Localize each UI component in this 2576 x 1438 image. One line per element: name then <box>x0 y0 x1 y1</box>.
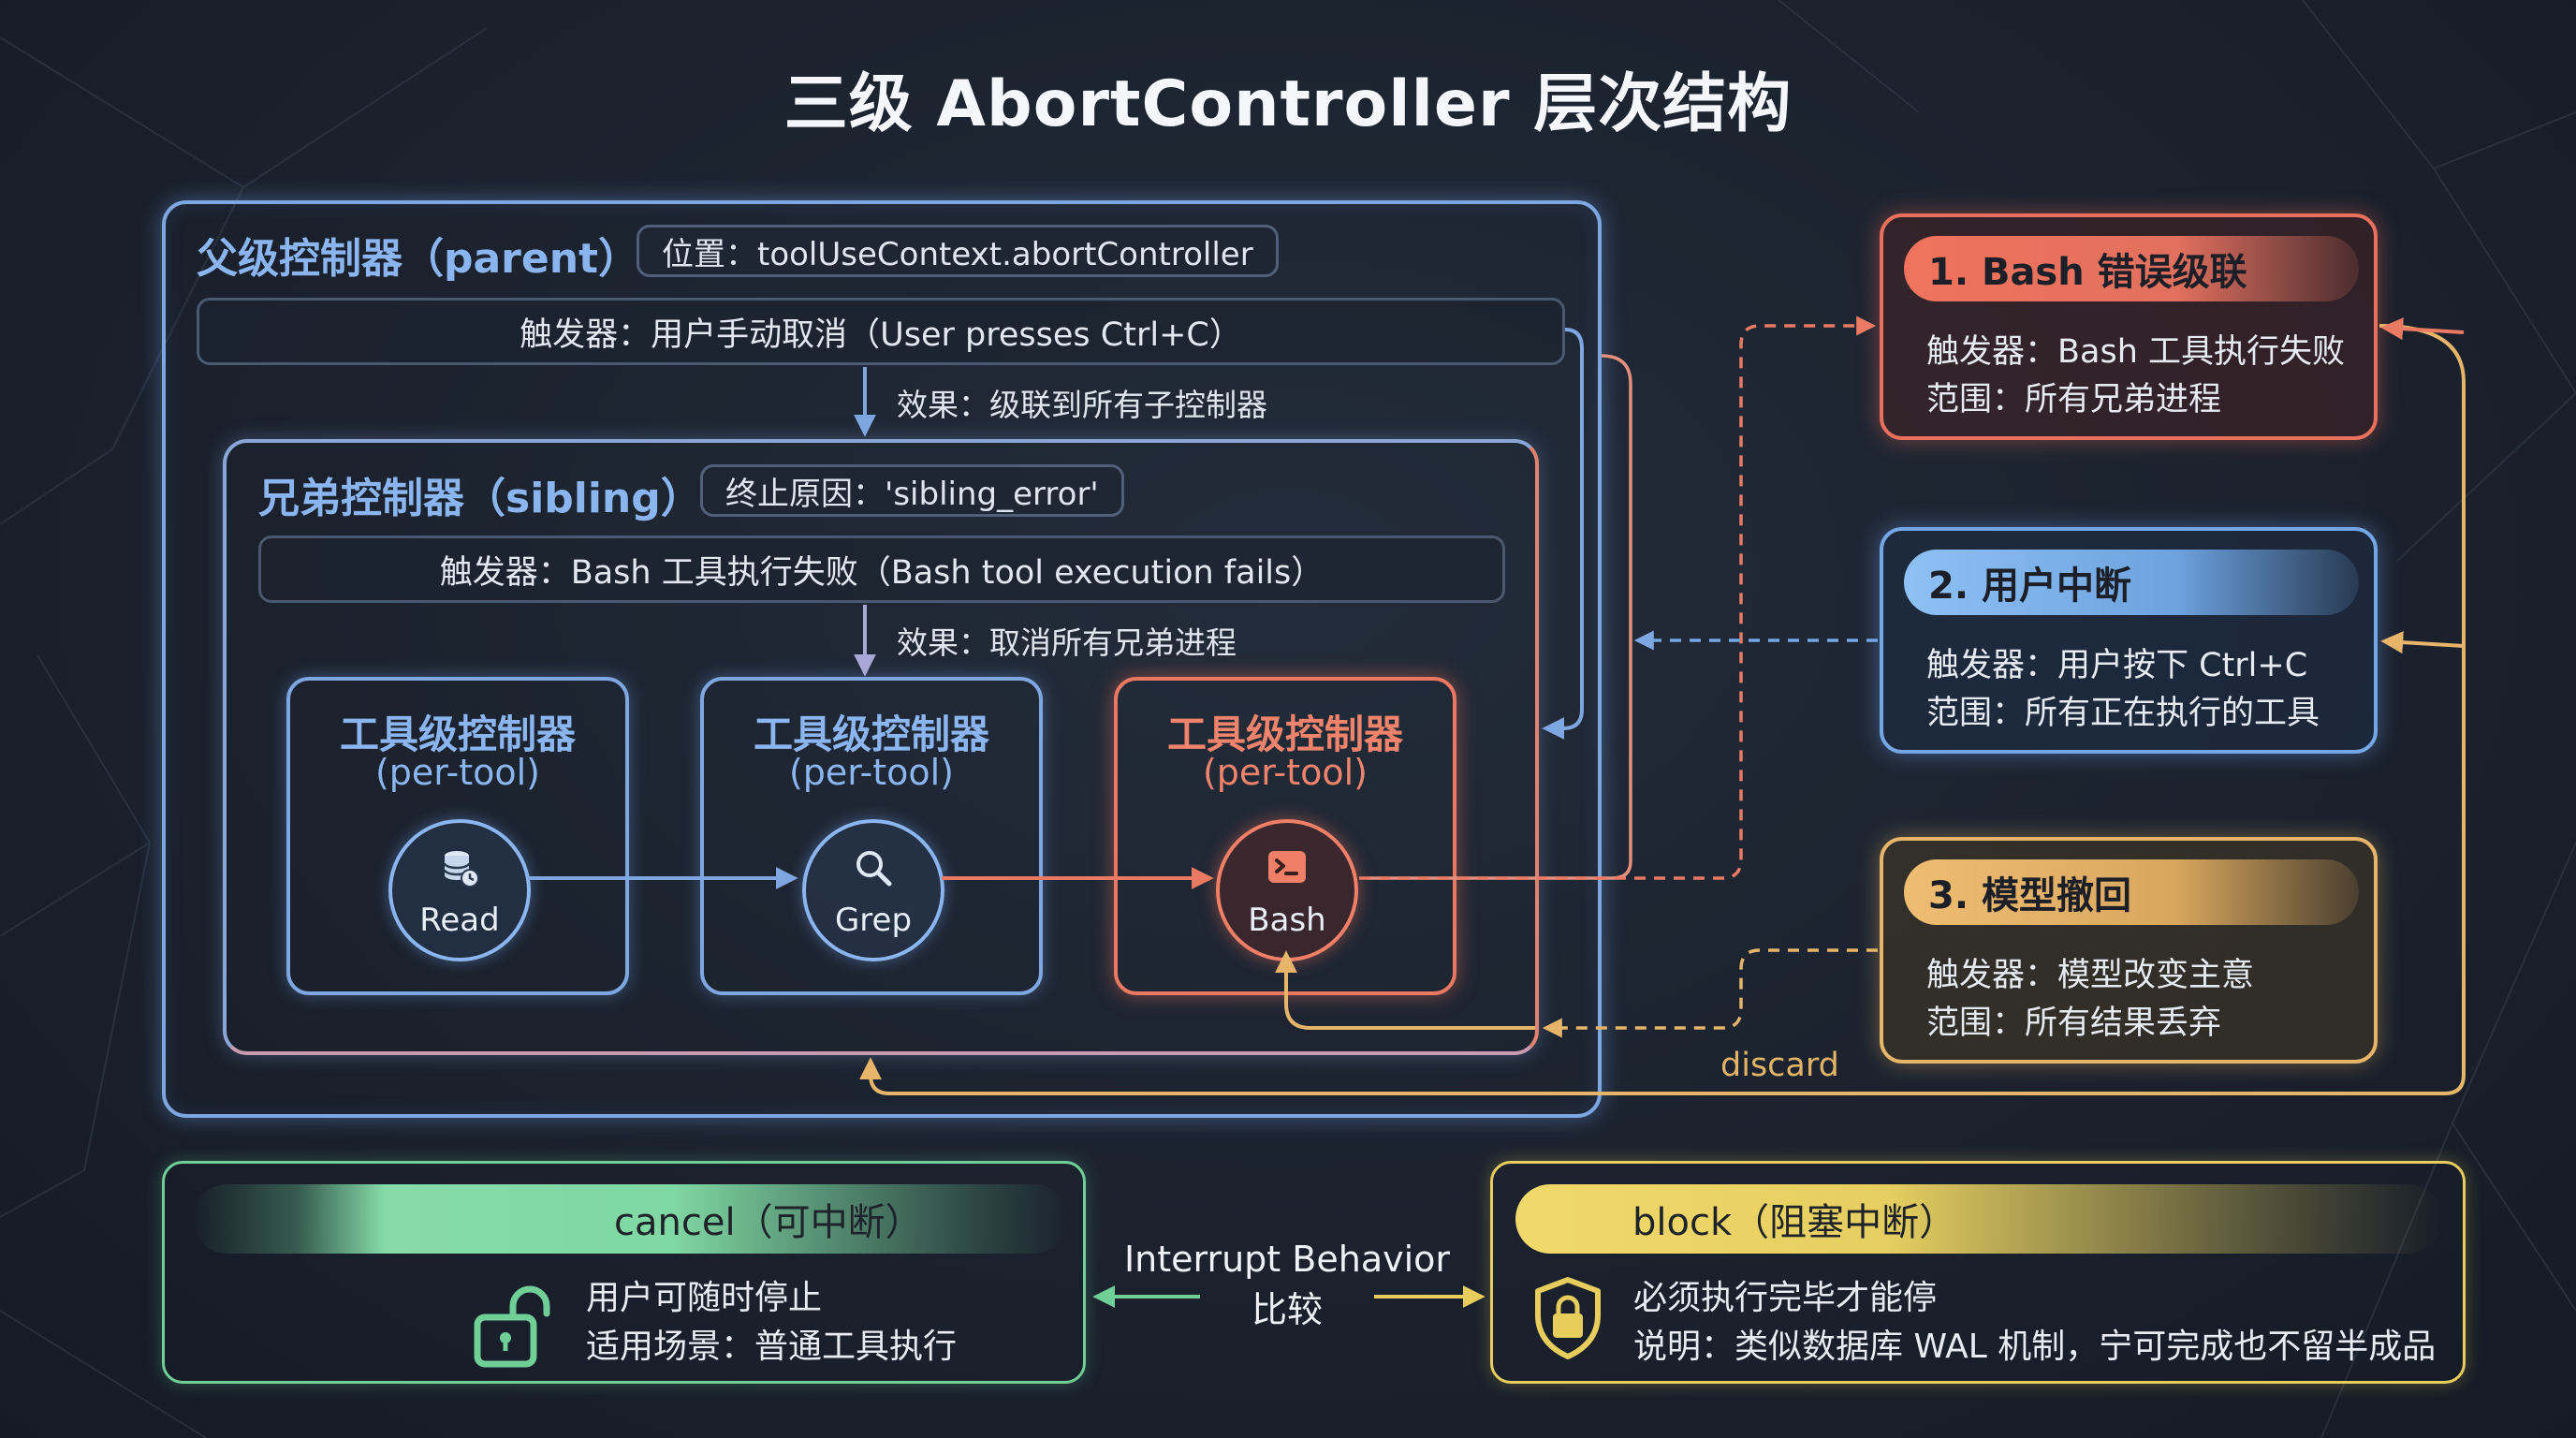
interrupt-behavior-compare: Interrupt Behavior 比较 <box>1105 1234 1470 1335</box>
parent-controller-label: 父级控制器（parent） <box>197 235 640 283</box>
database-icon <box>443 851 479 888</box>
card-scope: 范围：所有结果丢弃 <box>1926 1005 2222 1042</box>
parent-location-note: 位置：toolUseContext.abortController <box>637 225 1279 277</box>
discard-label: discard <box>1720 1047 1839 1084</box>
cancel-line-1: 用户可随时停止 <box>586 1279 823 1317</box>
tool-controller-title: 工具级控制器 <box>339 712 576 757</box>
grep-tool-node[interactable]: Grep <box>802 819 944 961</box>
sibling-trigger-bar: 触发器：Bash 工具执行失败（Bash tool execution fail… <box>258 536 1505 603</box>
card-trigger: 触发器：模型改变主意 <box>1926 957 2255 994</box>
tool-controller-bash: 工具级控制器 (per-tool) Bash <box>1114 677 1456 995</box>
unlock-icon <box>474 1285 550 1368</box>
tool-name: Grep <box>834 902 913 939</box>
tool-name: Bash <box>1248 902 1326 939</box>
shield-lock-icon <box>1535 1277 1601 1359</box>
sibling-reason-note: 终止原因：'sibling_error' <box>700 464 1124 517</box>
card-bash-error-cascade: 1. Bash 错误级联 触发器：Bash 工具执行失败 范围：所有兄弟进程 <box>1880 213 2378 440</box>
diagram-title: 三级 AbortController 层次结构 <box>783 67 1793 141</box>
tool-controller-grep: 工具级控制器 (per-tool) Grep <box>700 677 1043 995</box>
tool-controller-subtitle: (per-tool) <box>374 752 540 793</box>
card-scope: 范围：所有兄弟进程 <box>1926 381 2222 418</box>
card-title: 3. 模型撤回 <box>1904 859 2359 925</box>
block-panel: block（阻塞中断） 必须执行完毕才能停 说明：类似数据库 WAL 机制，宁可… <box>1490 1161 2466 1384</box>
card-user-interrupt: 2. 用户中断 触发器：用户按下 Ctrl+C 范围：所有正在执行的工具 <box>1880 527 2378 754</box>
tool-controller-read: 工具级控制器 (per-tool) Read <box>286 677 629 995</box>
compare-line-1: Interrupt Behavior <box>1123 1239 1451 1280</box>
card-title: 1. Bash 错误级联 <box>1904 236 2359 301</box>
card-model-retract: 3. 模型撤回 触发器：模型改变主意 范围：所有结果丢弃 <box>1880 837 2378 1064</box>
sibling-controller-label: 兄弟控制器（sibling） <box>258 475 702 522</box>
block-line-1: 必须执行完毕才能停 <box>1633 1279 1938 1317</box>
tool-controller-subtitle: (per-tool) <box>1202 752 1368 793</box>
bash-tool-node[interactable]: Bash <box>1216 819 1358 961</box>
block-title: block（阻塞中断） <box>1515 1184 2442 1254</box>
cancel-title: cancel（可中断） <box>193 1184 1068 1254</box>
parent-trigger-bar: 触发器：用户手动取消（User presses Ctrl+C） <box>197 298 1565 365</box>
tool-controller-subtitle: (per-tool) <box>788 752 954 793</box>
tool-name: Read <box>419 902 500 939</box>
card-scope: 范围：所有正在执行的工具 <box>1926 695 2320 732</box>
cancel-line-2: 适用场景：普通工具执行 <box>586 1328 958 1366</box>
read-tool-node[interactable]: Read <box>388 819 531 961</box>
parent-effect-text: 效果：级联到所有子控制器 <box>897 387 1267 423</box>
card-trigger: 触发器：Bash 工具执行失败 <box>1926 333 2346 371</box>
cancel-panel: cancel（可中断） 用户可随时停止 适用场景：普通工具执行 <box>162 1161 1086 1384</box>
card-trigger: 触发器：用户按下 Ctrl+C <box>1926 647 2308 684</box>
terminal-icon <box>1268 851 1306 883</box>
block-line-2: 说明：类似数据库 WAL 机制，宁可完成也不留半成品 <box>1633 1328 2437 1366</box>
card-title: 2. 用户中断 <box>1904 550 2359 615</box>
search-icon <box>856 851 892 887</box>
sibling-effect-text: 效果：取消所有兄弟进程 <box>897 624 1237 661</box>
compare-line-2: 比较 <box>1251 1289 1323 1330</box>
